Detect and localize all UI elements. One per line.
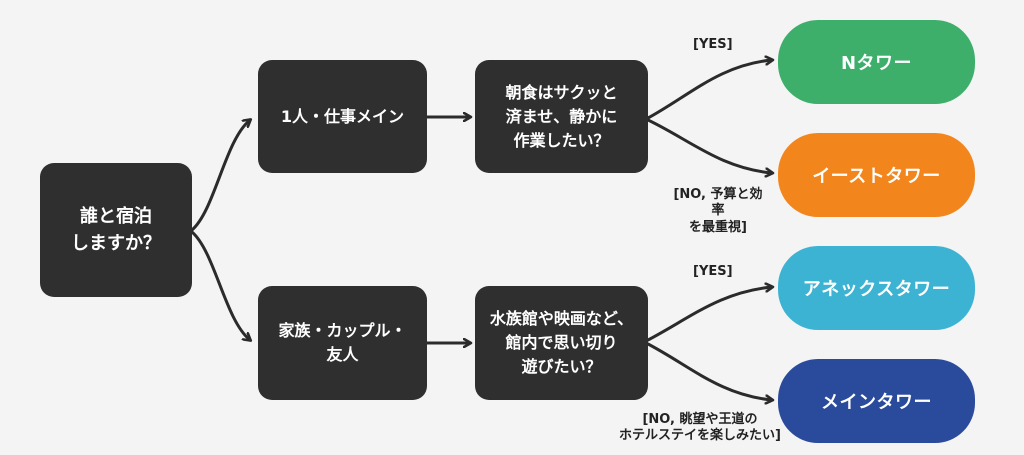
connector-question-family-yes: [646, 287, 772, 342]
edge-label-solo-yes: [YES]: [693, 37, 733, 52]
question-solo-label: 朝食はサクッと 済ませ、静かに 作業したい？: [505, 82, 618, 150]
family-node-label: 家族・カップル・ 友人: [278, 321, 407, 364]
connector-start-to-solo: [190, 120, 250, 232]
edge-label-family-no: [NO, 眺望や王道の ホテルステイを楽しみたい]: [619, 412, 781, 444]
result-annex-tower: アネックスタワー: [778, 246, 975, 330]
solo-work-node-label: 1人・仕事メイン: [280, 106, 405, 126]
start-node: 誰と宿泊 しますか？: [40, 163, 192, 297]
family-node: 家族・カップル・ 友人: [258, 286, 427, 400]
solo-work-node: 1人・仕事メイン: [258, 60, 427, 173]
connector-question-solo-yes: [646, 60, 772, 120]
result-main-tower: メインタワー: [778, 359, 975, 443]
result-east-tower-label: イーストタワー: [812, 166, 941, 187]
question-solo-node: 朝食はサクッと 済ませ、静かに 作業したい？: [475, 60, 648, 173]
question-family-node: 水族館や映画など、 館内で思い切り 遊びたい？: [475, 286, 648, 400]
edge-label-solo-no: [NO, 予算と効率 を最重視]: [673, 187, 763, 235]
connector-question-family-no: [646, 342, 772, 400]
result-n-tower: Nタワー: [778, 20, 975, 104]
result-east-tower: イーストタワー: [778, 133, 975, 217]
result-annex-tower-label: アネックスタワー: [802, 279, 951, 300]
start-node-label: 誰と宿泊 しますか？: [71, 206, 161, 254]
connector-question-solo-no: [646, 118, 772, 173]
result-n-tower-label: Nタワー: [840, 53, 913, 74]
edge-label-family-yes: [YES]: [693, 264, 733, 279]
result-main-tower-label: メインタワー: [821, 392, 932, 413]
connector-start-to-family: [190, 230, 250, 340]
question-family-label: 水族館や映画など、 館内で思い切り 遊びたい？: [489, 309, 634, 376]
